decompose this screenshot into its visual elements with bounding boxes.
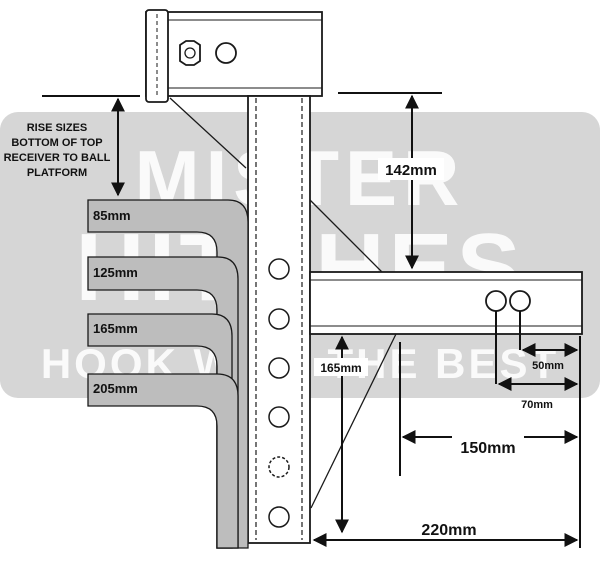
lower-brace	[310, 333, 397, 509]
dimension-165mm-backdrop	[314, 358, 368, 376]
upper-brace	[169, 97, 247, 169]
dimension-142mm-backdrop	[378, 158, 444, 180]
shank-hole-2	[268, 308, 290, 330]
rise-outlines	[87, 199, 249, 549]
rise-note-line1: RISE SIZES	[27, 122, 88, 134]
shank-hole-6	[268, 506, 290, 528]
receiver-pin-hole	[215, 42, 237, 64]
dimension-142mm-label: 142mm	[385, 162, 437, 179]
shank-platform-brace-top	[309, 199, 383, 273]
platform-body	[309, 271, 583, 335]
rise-note-line2: BOTTOM OF TOP	[11, 137, 102, 149]
rise-outline-205mm	[87, 373, 239, 549]
vertical-shank	[247, 95, 311, 544]
dimension-220mm-label: 220mm	[421, 522, 476, 539]
receiver-bolt-icon	[184, 47, 196, 59]
shank-hole-5-dashed	[268, 456, 290, 478]
rise-note-line4: PLATFORM	[27, 167, 87, 179]
ball-platform	[309, 271, 583, 335]
dimension-70mm-label: 70mm	[521, 399, 553, 411]
rise-sizes-note: RISE SIZES BOTTOM OF TOP RECEIVER TO BAL…	[4, 122, 111, 179]
dimension-165mm-label: 165mm	[320, 361, 361, 375]
ball-hole-70mm	[509, 290, 531, 312]
rise-label-125mm: 125mm	[93, 265, 138, 280]
ball-hole-50mm	[485, 290, 507, 312]
rise-note-line3: RECEIVER TO BALL	[4, 152, 111, 164]
top-receiver	[145, 9, 323, 103]
rise-label-205mm: 205mm	[93, 381, 138, 396]
dimension-150mm-backdrop	[452, 436, 524, 458]
shank-hole-4	[268, 406, 290, 428]
dimension-220mm-backdrop	[412, 520, 486, 538]
rise-label-85mm: 85mm	[93, 208, 131, 223]
shank-hole-3	[268, 357, 290, 379]
shank-hole-1	[268, 258, 290, 280]
rise-label-165mm: 165mm	[93, 321, 138, 336]
dimension-150mm-label: 150mm	[460, 440, 515, 457]
dimension-50mm-label: 50mm	[532, 360, 564, 372]
